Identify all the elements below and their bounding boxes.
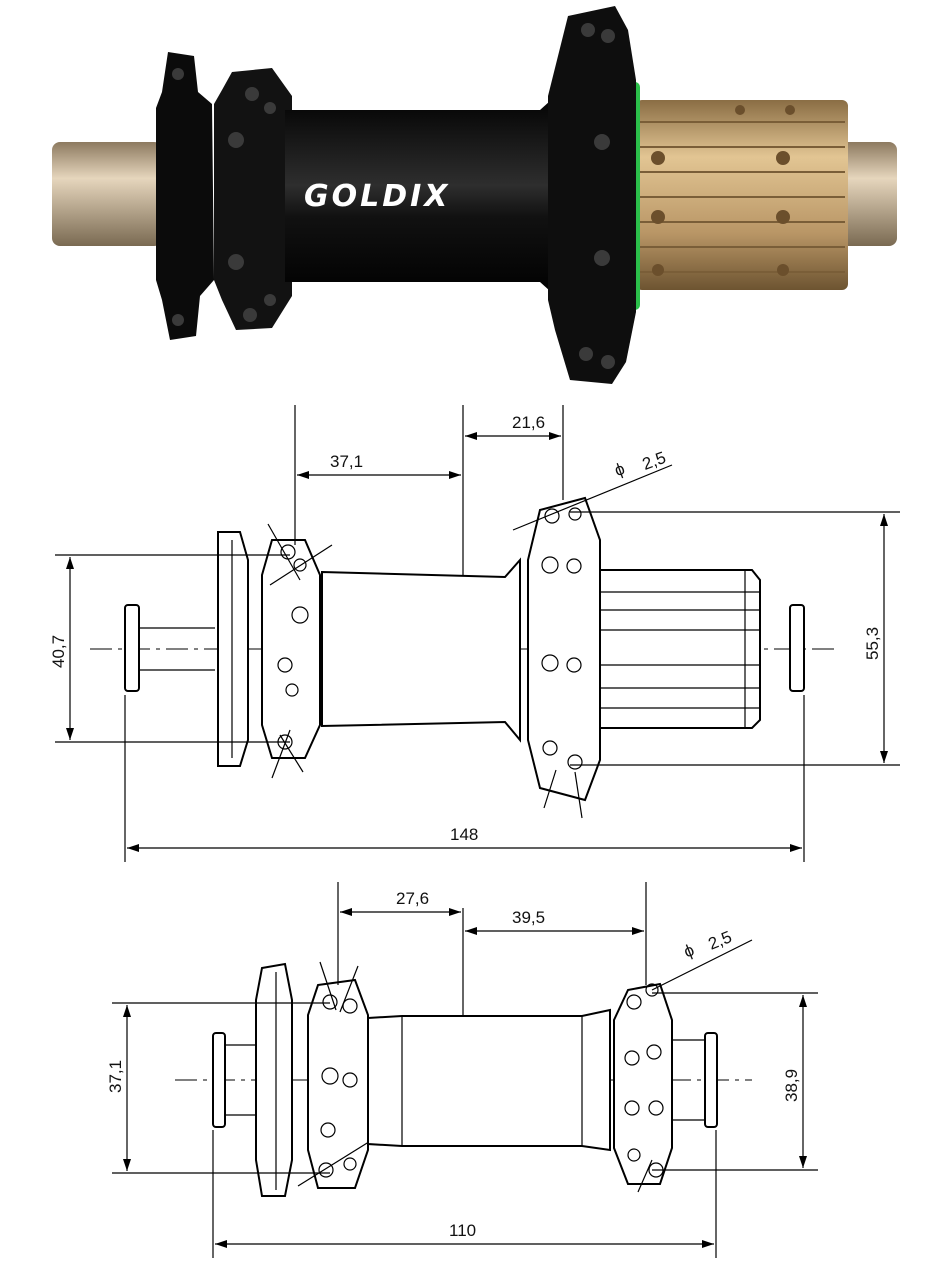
front-dim-flange-offset-right: 39,5 (512, 908, 545, 927)
front-dim-flange-offset-left: 27,6 (396, 889, 429, 908)
front-dim-spoke-hole: 2,5 (706, 927, 735, 953)
photo-freehub (636, 100, 848, 290)
rear-dim-overall-width: 148 (450, 825, 478, 844)
photo-right-axle (835, 142, 897, 246)
photo-hub-body (285, 92, 560, 300)
rear-dim-flange-offset-left: 37,1 (330, 452, 363, 471)
photo-right-flange (548, 6, 636, 384)
hub-photo: GOLDIX (52, 6, 897, 384)
brand-logo: GOLDIX (304, 179, 450, 214)
front-dim-flange-dia-left: 37,1 (106, 1060, 125, 1093)
front-dim-flange-dia-right: 38,9 (782, 1069, 801, 1102)
rear-dim-flange-dia-right: 55,3 (863, 627, 882, 660)
rear-dim-flange-offset-right: 21,6 (512, 413, 545, 432)
rear-hub-drawing: 37,1 21,6 ϕ 2,5 40,7 55,3 148 (49, 405, 900, 862)
front-dim-overall-width: 110 (449, 1221, 476, 1240)
rear-diameter-symbol: ϕ (612, 459, 627, 480)
photo-left-axle (52, 142, 162, 246)
photo-left-spoke-flange (214, 68, 292, 330)
front-diameter-symbol: ϕ (681, 940, 697, 961)
photo-rotor-flange (156, 52, 214, 340)
rear-dim-spoke-hole: 2,5 (640, 448, 669, 474)
front-hub-drawing: 27,6 39,5 ϕ 2,5 37,1 38,9 110 (106, 882, 818, 1258)
rear-dim-flange-dia-left: 40,7 (49, 635, 68, 668)
